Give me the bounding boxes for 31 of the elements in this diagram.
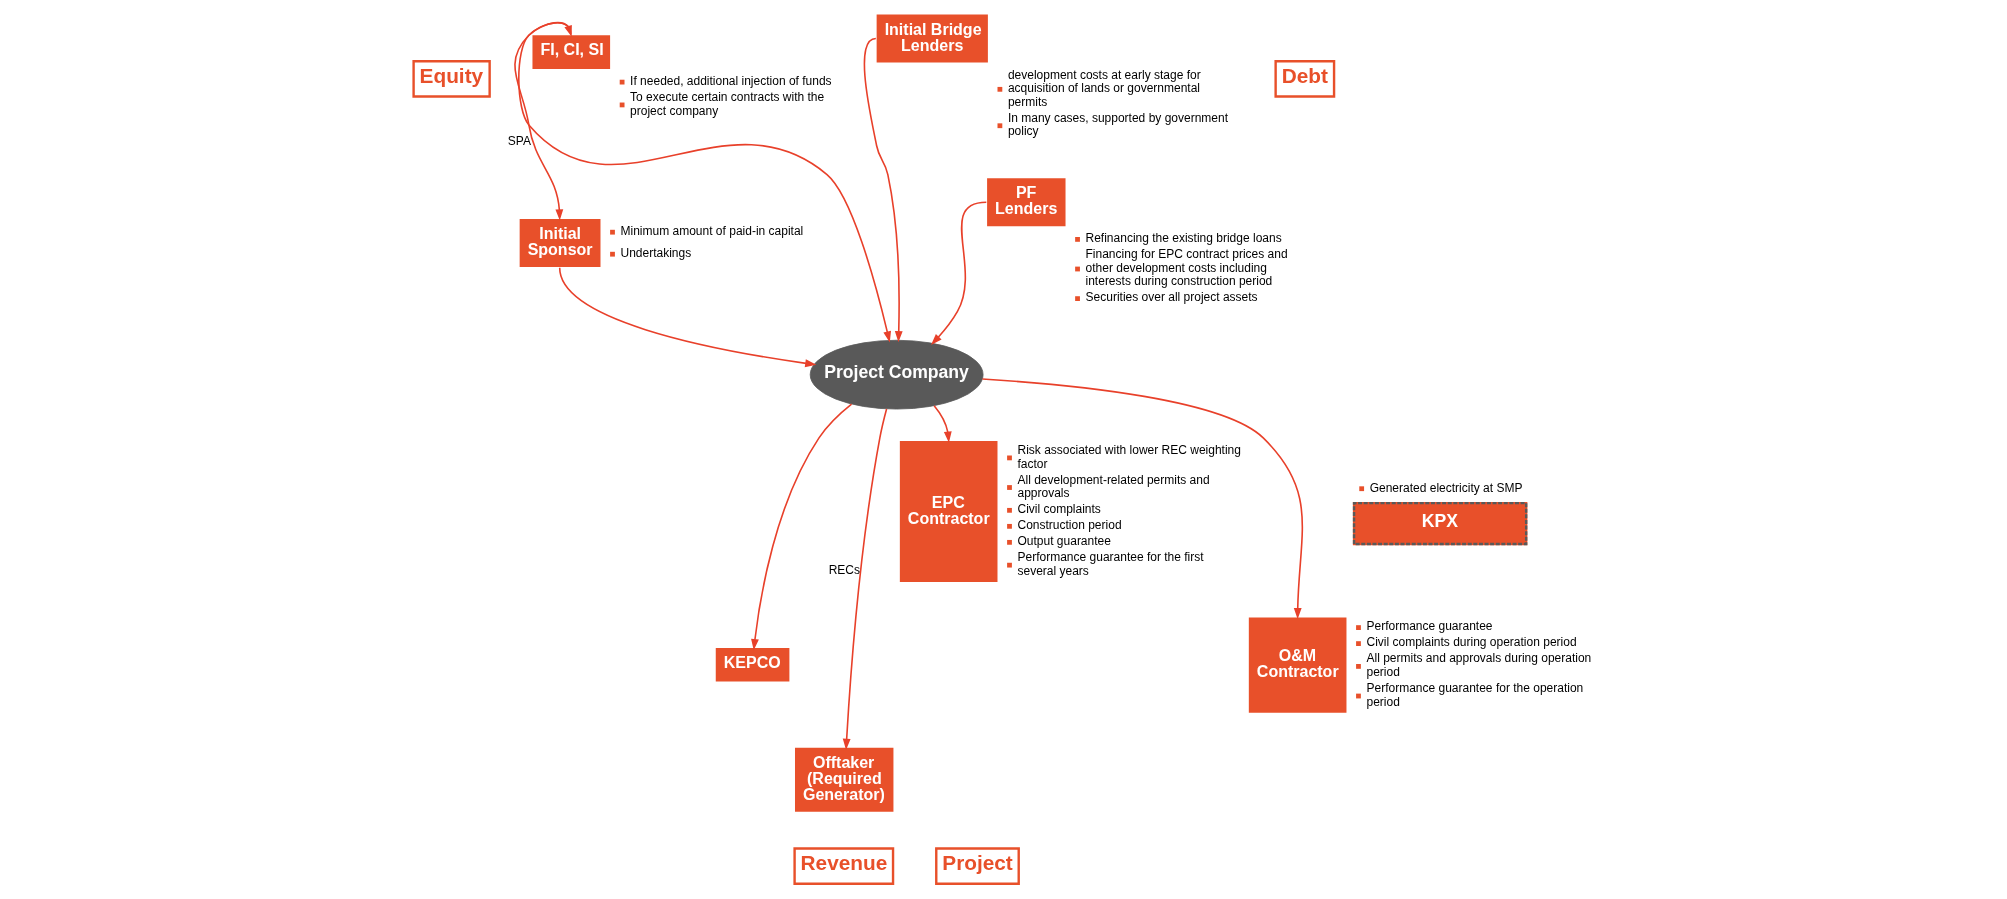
node-label: All permits and approvals during operation period xyxy=(1366,651,1592,680)
arrow xyxy=(751,403,853,651)
arrow xyxy=(931,201,988,345)
arrow xyxy=(981,378,1304,620)
node-label: All development-related permits and approvals xyxy=(1017,472,1210,501)
node-label: Securities over all project assets xyxy=(1085,290,1258,305)
node-label: Performance guarantee xyxy=(1366,619,1493,634)
node-label: Refinancing the existing bridge loans xyxy=(1085,231,1282,246)
arrow xyxy=(863,37,903,343)
arrow xyxy=(842,408,888,750)
node-label: Civil complaints xyxy=(1017,502,1101,517)
node-label: Undertakings xyxy=(620,246,692,260)
node-label: Financing for EPC contract prices and other development costs including interests during construction period xyxy=(1085,247,1288,289)
node-label: If needed, additional injection of funds xyxy=(630,73,832,88)
edge-label: RECs xyxy=(828,562,861,577)
node-label: development costs at early stage for acquisition of lands or governmental permits xyxy=(1007,67,1201,109)
node-label: Minimum amount of paid-in capital xyxy=(620,223,804,238)
node-label: Construction period xyxy=(1017,518,1122,533)
node-label: Performance guarantee for the operation period xyxy=(1366,681,1584,709)
node-box: Offtaker (Required Generator) xyxy=(795,747,894,812)
node-label: Risk associated with lower REC weighting factor xyxy=(1017,442,1241,471)
arrow xyxy=(558,267,817,368)
node-label: Civil complaints during operation period xyxy=(1366,635,1577,650)
node-box: KEPCO xyxy=(715,648,790,682)
node-label: To execute certain contracts with the project company xyxy=(630,89,825,118)
edge-label: SPA xyxy=(507,133,531,148)
node-label: Performance guarantee for the first several years xyxy=(1017,550,1204,578)
node-label: Output guarantee xyxy=(1017,534,1111,549)
node-label: In many cases, supported by government policy xyxy=(1007,110,1229,139)
node-ellipse: Project Company xyxy=(809,339,984,410)
arrow xyxy=(933,405,952,443)
